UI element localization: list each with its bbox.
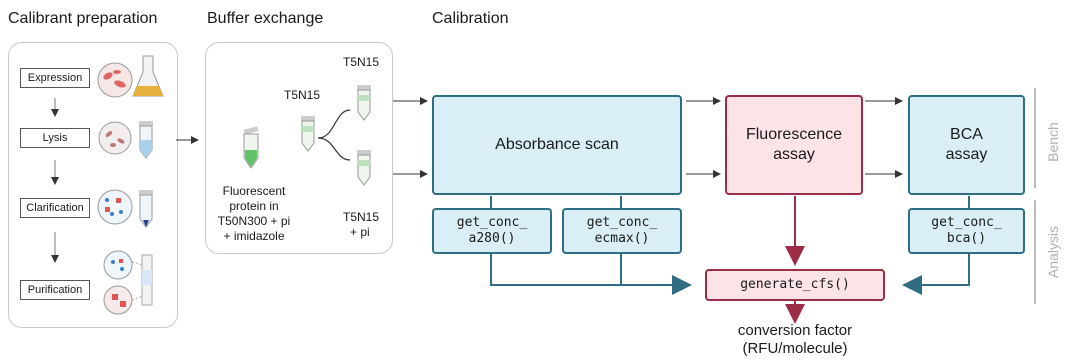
arrow-a280-ecmax-to-generate bbox=[490, 254, 692, 295]
output-line-2: (RFU/molecule) bbox=[742, 340, 848, 357]
get-conc-bca-line1: get_conc_ bbox=[931, 215, 1002, 230]
arrow-bca-to-generate bbox=[902, 254, 970, 295]
get-conc-bca-line2: bca() bbox=[946, 231, 987, 246]
buffer-label-top: T5N15 bbox=[343, 55, 380, 69]
buffer-label-bottom: T5N15 bbox=[343, 210, 380, 224]
clarified-dish-icon bbox=[97, 189, 133, 225]
bca-label-1: BCA bbox=[950, 126, 983, 143]
tube-blue-icon bbox=[139, 121, 153, 159]
absorbance-scan-label: Absorbance scan bbox=[495, 136, 619, 153]
get-conc-ecmax-box: get_conc_ ecmax() bbox=[562, 208, 682, 254]
get-conc-a280-box: get_conc_ a280() bbox=[432, 208, 552, 254]
source-line-4: + imidazole bbox=[223, 229, 285, 243]
purification-dishes-icon bbox=[103, 250, 144, 315]
output-line-1: conversion factor bbox=[737, 322, 853, 339]
petri-dish-bacteria-icon bbox=[97, 62, 133, 98]
flask-icon bbox=[132, 55, 164, 97]
section-title-buffer-exchange: Buffer exchange bbox=[207, 10, 324, 27]
section-title-calibration: Calibration bbox=[432, 10, 509, 27]
fluorescence-label-1: Fluorescence bbox=[745, 126, 843, 143]
buffer-label-bottom-pi: + pi bbox=[350, 225, 370, 239]
exchange-tube-mid-icon bbox=[301, 116, 315, 152]
step-purification: Purification bbox=[20, 280, 90, 300]
generate-cfs-label: generate_cfs() bbox=[740, 277, 850, 292]
get-conc-a280-line2: a280() bbox=[468, 231, 516, 246]
exchange-tube-top-icon bbox=[357, 85, 371, 121]
tube-pellet-icon bbox=[139, 190, 153, 228]
source-line-1: Fluorescent bbox=[222, 184, 286, 198]
get-conc-bca-box: get_conc_ bca() bbox=[908, 208, 1025, 254]
conversion-factor-output: conversion factor (RFU/molecule) bbox=[700, 322, 890, 358]
fluorescence-assay-box: Fluorescence assay bbox=[725, 95, 863, 195]
absorbance-scan-box: Absorbance scan bbox=[432, 95, 682, 195]
buffer-exchange-panel bbox=[205, 42, 393, 254]
step-lysis: Lysis bbox=[20, 128, 90, 148]
lysed-cells-dish-icon bbox=[98, 121, 132, 155]
step-expression: Expression bbox=[20, 68, 90, 88]
exchange-tube-bottom-icon bbox=[357, 150, 371, 186]
column-tube-icon bbox=[141, 254, 153, 306]
bca-label-2: assay bbox=[945, 146, 988, 163]
analysis-side-label: Analysis bbox=[1045, 225, 1061, 279]
get-conc-a280-line1: get_conc_ bbox=[456, 215, 528, 230]
section-title-calibrant-preparation: Calibrant preparation bbox=[8, 10, 158, 27]
buffer-label-mid: T5N15 bbox=[284, 88, 321, 102]
fluorescence-label-2: assay bbox=[773, 146, 815, 163]
bench-side-label: Bench bbox=[1045, 122, 1061, 162]
source-line-3: T50N300 + pi bbox=[217, 214, 291, 228]
source-line-2: protein in bbox=[229, 199, 279, 213]
split-curves bbox=[317, 109, 351, 161]
step-clarification: Clarification bbox=[20, 198, 90, 218]
green-protein-tube-icon bbox=[243, 126, 259, 169]
bca-assay-box: BCA assay bbox=[908, 95, 1025, 195]
get-conc-ecmax-line1: get_conc_ bbox=[586, 215, 658, 230]
buffer-source-description: Fluorescent protein in T50N300 + pi + im… bbox=[210, 184, 298, 244]
get-conc-ecmax-line2: ecmax() bbox=[594, 231, 650, 246]
generate-cfs-box: generate_cfs() bbox=[705, 269, 885, 301]
